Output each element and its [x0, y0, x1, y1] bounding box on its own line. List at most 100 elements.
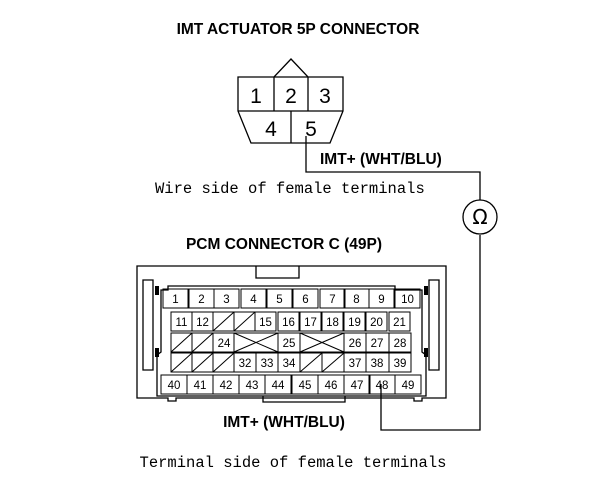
pcm-terminal	[254, 311, 277, 332]
pcm-unused-cross	[233, 332, 279, 353]
pcm-terminal	[299, 311, 322, 332]
pcm-terminal	[213, 288, 240, 309]
pcm-bottom-tab	[262, 396, 346, 403]
pcm-pin-label: 9	[378, 294, 384, 306]
pcm-pin-label: 37	[349, 358, 362, 370]
pcm-terminal-grid	[160, 288, 422, 398]
pcm-pin-label: 12	[196, 317, 209, 329]
imt-pin-2: 2	[285, 85, 297, 108]
pcm-pin-label: 32	[239, 358, 252, 370]
lead-wire-bottom	[380, 235, 481, 431]
pcm-terminal	[266, 288, 293, 309]
pcm-terminal	[277, 311, 300, 332]
pcm-pin-label: 44	[272, 380, 285, 392]
pcm-pin-label: 3	[223, 294, 229, 306]
pcm-left-latch-bottom	[155, 348, 159, 357]
pcm-unused-slash	[212, 311, 235, 332]
pcm-pin-label: 43	[246, 380, 259, 392]
pcm-left-rail	[142, 279, 154, 371]
pcm-pin-label: 34	[283, 358, 296, 370]
ohm-icon: Ω	[472, 205, 487, 229]
pcm-terminal	[321, 311, 344, 332]
pcm-pin-label: 28	[394, 338, 407, 350]
pcm-pin-label: 7	[329, 294, 335, 306]
pcm-terminal	[240, 288, 267, 309]
pcm-terminal	[292, 288, 319, 309]
imt-wire-label-bottom: IMT+ (WHT/BLU)	[223, 414, 345, 431]
pcm-unused-slash	[191, 352, 214, 373]
pcm-unused-slash	[170, 352, 193, 373]
pcm-pin-label: 20	[370, 317, 383, 329]
pcm-terminal	[264, 374, 292, 395]
pcm-pin-label: 19	[348, 317, 361, 329]
pcm-terminal	[388, 352, 412, 373]
pcm-unused-slash	[191, 332, 214, 353]
imt-pin-4: 4	[265, 118, 277, 141]
pcm-terminal	[319, 288, 346, 309]
pcm-unused-slash	[233, 311, 256, 332]
pcm-terminal	[368, 288, 395, 309]
imt-connector	[237, 58, 344, 144]
pcm-right-latch-top	[424, 286, 428, 295]
pcm-pin-label: 39	[394, 358, 407, 370]
pcm-pin-label: 46	[325, 380, 338, 392]
pcm-pin-label: 15	[259, 317, 272, 329]
pcm-pin-label: 49	[402, 380, 415, 392]
pcm-pin-label: 24	[218, 338, 231, 350]
ohmmeter-circle	[462, 199, 498, 235]
wire-side-note: Wire side of female terminals	[155, 180, 425, 198]
pcm-pin-label: 40	[168, 380, 181, 392]
pcm-terminal	[343, 311, 366, 332]
ohmmeter-lead	[305, 136, 498, 431]
imt-connector-title: IMT ACTUATOR 5P CONNECTOR	[177, 21, 420, 38]
pcm-pin-label: 11	[176, 317, 188, 329]
pcm-terminal	[365, 311, 388, 332]
pcm-outer-shell	[136, 265, 447, 402]
pcm-pin-label: 27	[371, 338, 384, 350]
pcm-connector-title: PCM CONNECTOR C (49P)	[186, 236, 382, 253]
pcm-pin-label: 25	[283, 338, 296, 350]
pcm-pin-label: 26	[349, 338, 362, 350]
pcm-pin-label: 10	[401, 294, 414, 306]
pcm-pin-label: 45	[299, 380, 312, 392]
pcm-terminal	[394, 288, 421, 309]
pcm-terminal	[388, 332, 412, 353]
pcm-pin-label: 21	[393, 317, 406, 329]
pcm-terminal	[394, 374, 422, 395]
imt-connector-outline	[237, 58, 344, 144]
pcm-right-latch-bottom	[424, 348, 428, 357]
pcm-terminal	[162, 288, 189, 309]
pcm-unused-slash	[299, 352, 323, 373]
pcm-pin-label: 41	[194, 380, 207, 392]
pcm-pin-label: 4	[250, 294, 257, 306]
pcm-pin-label: 33	[261, 358, 274, 370]
pcm-top-tab	[255, 266, 300, 279]
pcm-unused-slash	[212, 352, 235, 373]
terminal-side-note: Terminal side of female terminals	[140, 454, 447, 472]
pcm-pin-label: 8	[353, 294, 359, 306]
lead-wire-top	[305, 136, 481, 200]
pcm-pin-label: 42	[220, 380, 233, 392]
imt-wire-label-top: IMT+ (WHT/BLU)	[320, 151, 442, 168]
pcm-pin-label: 17	[304, 317, 317, 329]
pcm-terminal	[343, 374, 371, 395]
pcm-pin-label: 38	[371, 358, 384, 370]
pcm-unused-slash	[321, 352, 345, 373]
pcm-pin-label: 5	[276, 294, 282, 306]
pcm-pin-label: 1	[172, 294, 178, 306]
pcm-unused-cross	[299, 332, 345, 353]
pcm-pin-label: 48	[376, 380, 389, 392]
pcm-unused-slash	[170, 332, 193, 353]
pcm-pin-label: 2	[198, 294, 204, 306]
imt-pin-1: 1	[250, 85, 262, 108]
pcm-left-latch-top	[155, 286, 159, 295]
pcm-right-rail	[428, 279, 440, 371]
pcm-pin-label: 18	[326, 317, 339, 329]
pcm-pin-label: 47	[351, 380, 364, 392]
pcm-pin-label: 16	[282, 317, 295, 329]
pcm-pin-label: 6	[302, 294, 308, 306]
imt-pin-5: 5	[305, 118, 317, 141]
